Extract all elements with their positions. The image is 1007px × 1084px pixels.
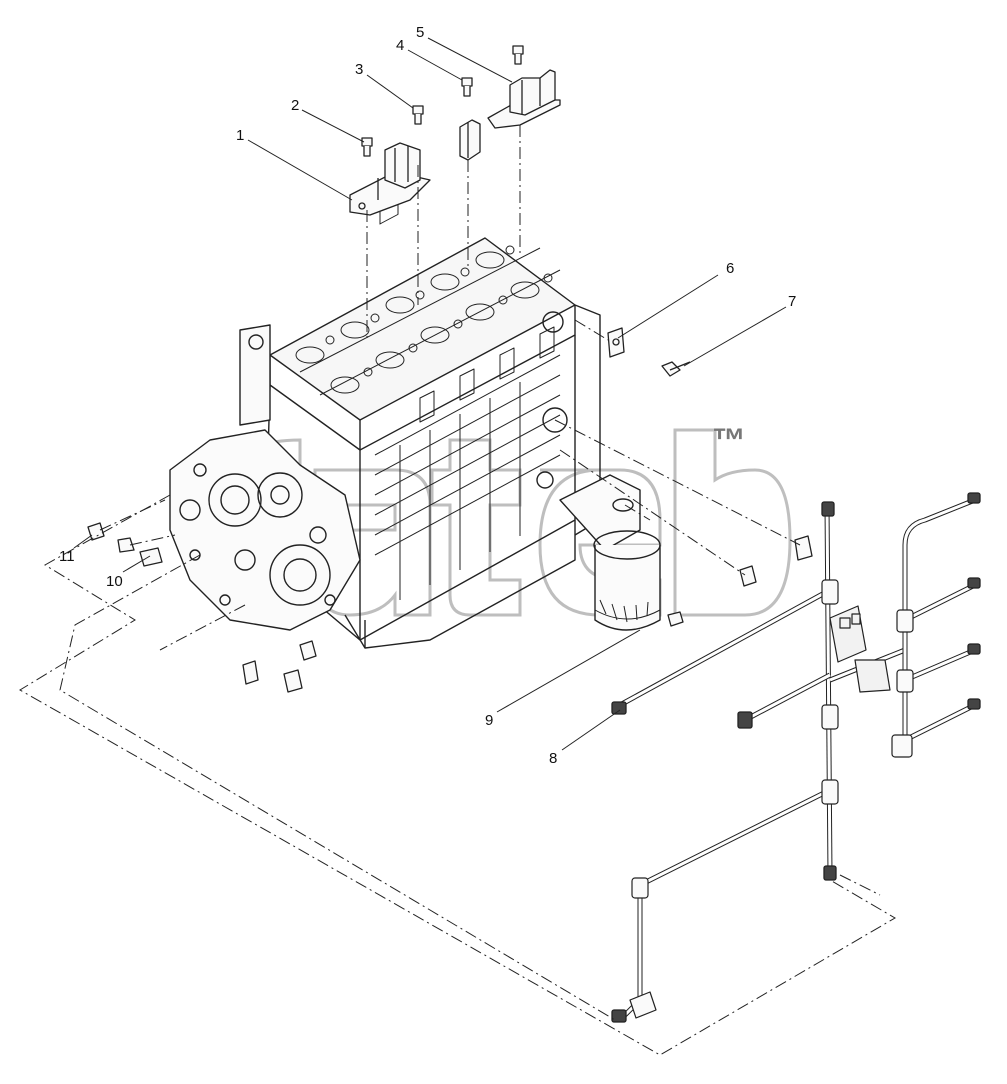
callout-11: 11 [59,548,75,565]
bolt-item-4 [461,77,473,97]
callout-7: 7 [788,293,796,310]
bolt-item-5 [512,45,524,65]
clip-item-11 [87,522,105,541]
phantom-lines [19,125,896,1056]
clip-item-10 [117,537,163,567]
trademark-symbol: ™ [712,422,746,460]
bolt-item-2 [361,137,373,157]
engine-block [169,187,661,649]
callout-4: 4 [396,37,404,54]
callout-6: 6 [726,260,734,277]
callout-9: 9 [485,712,493,729]
clip-item-6 [607,327,625,358]
callout-2: 2 [291,97,299,114]
bolt-item-2b [412,105,424,125]
callout-labels: 1 2 3 4 5 6 7 8 9 10 11 [59,24,796,767]
bracket-item-5 [487,69,561,129]
bracket-item-3 [459,119,481,161]
leader-lines [73,37,787,751]
callout-1: 1 [236,127,244,144]
callout-5: 5 [416,24,424,41]
callout-8: 8 [549,750,557,767]
callout-3: 3 [355,61,363,78]
wiring-harness [611,492,981,1023]
bracket-item-1 [349,142,431,216]
bolt-item-7 [661,361,691,377]
brackets [87,45,813,693]
callout-10: 10 [106,573,123,590]
